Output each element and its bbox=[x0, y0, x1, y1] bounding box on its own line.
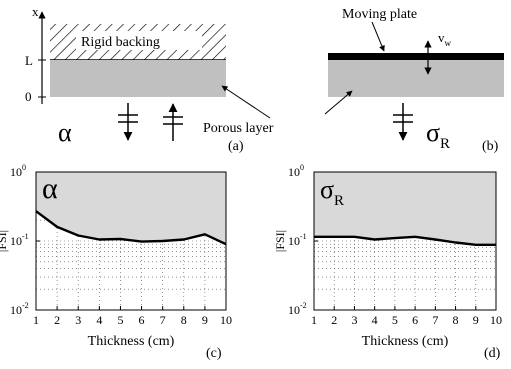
up-arrow-symbol bbox=[163, 103, 183, 141]
x-tick-label: 4 bbox=[372, 313, 378, 327]
y-axis-label: |FSI| bbox=[0, 230, 9, 252]
y-tick-label: 10-1 bbox=[288, 232, 307, 248]
porous-layer-a bbox=[50, 60, 226, 97]
rigid-backing-label-bg bbox=[76, 31, 202, 50]
panel-label-c: (c) bbox=[206, 346, 222, 361]
x-axis-label: Thickness (cm) bbox=[88, 334, 175, 349]
moving-plate-label: Moving plate bbox=[342, 7, 417, 22]
panel-label-b: (b) bbox=[482, 139, 499, 154]
panel-label-a: (a) bbox=[228, 139, 244, 154]
y-tick-label: 10-1 bbox=[10, 232, 29, 248]
x-tick-label: 8 bbox=[453, 313, 459, 327]
x-tick-label: 7 bbox=[432, 313, 438, 327]
x-tick-label: 6 bbox=[412, 313, 418, 327]
chart-c: 1 2 3 4 5 6 7 8 9 10 100 10-1 10-2 α |FSI| Thickness… bbox=[0, 163, 232, 361]
series-line bbox=[314, 235, 496, 246]
x-tick-label: 4 bbox=[96, 313, 102, 327]
x-tick-label: 3 bbox=[75, 313, 81, 327]
schematic-b: Moving plate vw σR (b) bbox=[324, 7, 504, 154]
x-tick-label: 8 bbox=[181, 313, 187, 327]
chart-annotation: α bbox=[42, 172, 58, 205]
y-tick-label: 10-2 bbox=[288, 301, 307, 317]
down-arrow-symbol bbox=[118, 103, 138, 141]
series-line bbox=[35, 210, 227, 246]
x-tick-label: 5 bbox=[117, 313, 123, 327]
porous-layer-pointer bbox=[221, 85, 271, 119]
x-tick-label: 2 bbox=[331, 313, 337, 327]
sigma-symbol: σR bbox=[426, 118, 450, 152]
x-tick-label: 9 bbox=[473, 313, 479, 327]
shaded-region bbox=[36, 172, 226, 245]
y-tick-label: 100 bbox=[10, 163, 26, 179]
moving-plate bbox=[328, 53, 504, 60]
tick-0-label: 0 bbox=[25, 89, 32, 104]
x-tick-label: 6 bbox=[139, 313, 145, 327]
x-tick-label: 2 bbox=[54, 313, 60, 327]
tick-L-label: L bbox=[25, 53, 33, 68]
x-tick-label: 10 bbox=[220, 313, 232, 327]
shaded-region bbox=[314, 172, 496, 245]
y-axis-label: |FSI| bbox=[273, 230, 287, 252]
x-tick-label: 10 bbox=[490, 313, 502, 327]
panel-label-d: (d) bbox=[484, 346, 501, 361]
x-tick-label: 3 bbox=[351, 313, 357, 327]
velocity-label: vw bbox=[438, 30, 452, 48]
y-tick-label: 10-2 bbox=[10, 301, 29, 317]
x-tick-label: 9 bbox=[202, 313, 208, 327]
x-tick-label: 5 bbox=[392, 313, 398, 327]
down-arrow-symbol-b bbox=[393, 103, 413, 141]
x-axis-label: x bbox=[32, 4, 39, 19]
porous-b-pointer bbox=[324, 90, 353, 115]
alpha-symbol: α bbox=[58, 118, 72, 147]
chart-annotation: σR bbox=[320, 175, 344, 209]
x-tick-label: 1 bbox=[311, 313, 317, 327]
x-axis-label: Thickness (cm) bbox=[362, 334, 449, 349]
schematic-a: x L 0 Rigid backing α Porous layer (a) bbox=[25, 4, 274, 154]
x-tick-label: 1 bbox=[33, 313, 39, 327]
x-tick-label: 7 bbox=[160, 313, 166, 327]
y-tick-label: 100 bbox=[288, 163, 304, 179]
porous-layer-b bbox=[328, 59, 504, 97]
rigid-backing-label: Rigid backing bbox=[81, 35, 160, 50]
plate-pointer bbox=[371, 21, 385, 52]
porous-layer-label: Porous layer bbox=[203, 121, 274, 136]
